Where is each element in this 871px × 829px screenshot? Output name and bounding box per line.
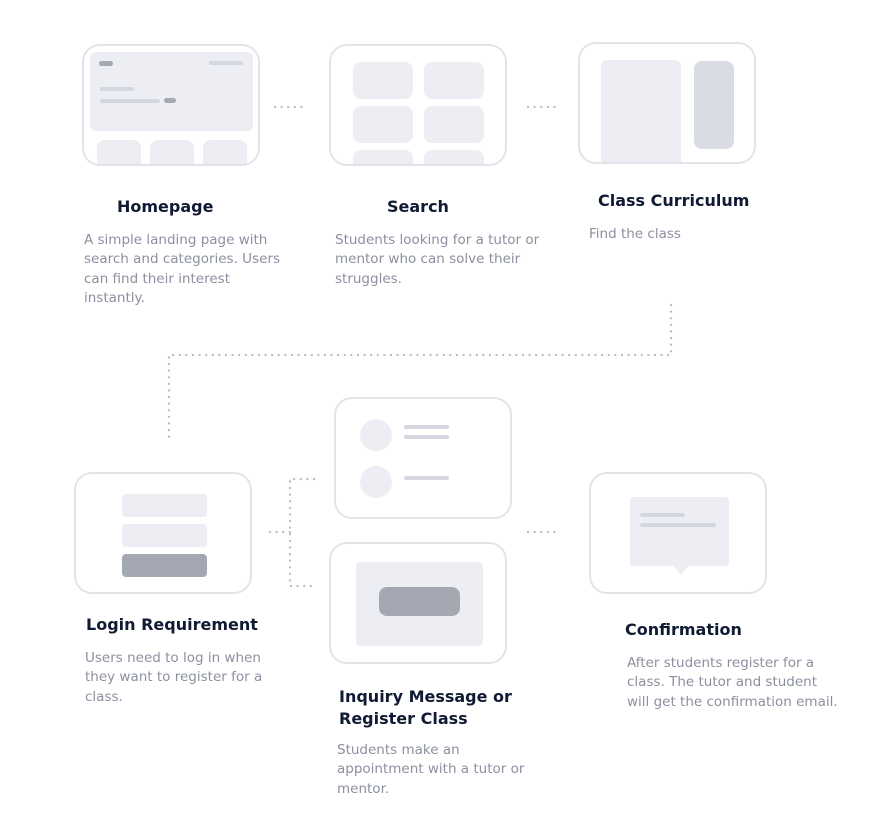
result-tile (353, 62, 413, 99)
hero-banner (90, 52, 253, 131)
connector-branch-split (288, 477, 316, 588)
bubble-tail (674, 566, 688, 575)
class-curriculum-wireframe-card[interactable] (578, 42, 756, 164)
result-tile (424, 62, 484, 99)
headline-placeholder (100, 87, 134, 91)
curriculum-content-panel (601, 60, 681, 162)
confirmation-bubble (630, 497, 729, 566)
logo-placeholder (99, 61, 113, 66)
register-button (379, 587, 460, 616)
login-button (122, 554, 207, 577)
login-requirement-title: Login Requirement (86, 615, 258, 634)
confirmation-description: After students register for a class. The… (627, 655, 838, 710)
result-tile (424, 150, 484, 164)
category-tile (150, 140, 194, 164)
category-tile (97, 140, 141, 164)
connector-curriculum-login (167, 303, 673, 442)
class-curriculum-title: Class Curriculum (598, 191, 750, 210)
username-field (122, 494, 207, 517)
result-tile (424, 106, 484, 143)
message-line (404, 476, 449, 480)
search-bar-placeholder (100, 99, 160, 103)
bubble-line (640, 523, 716, 527)
class-curriculum-description: Find the class (589, 226, 681, 242)
curriculum-side-panel (694, 61, 734, 149)
password-field (122, 524, 207, 547)
confirmation-wireframe-card[interactable] (589, 472, 767, 594)
homepage-title: Homepage (117, 197, 214, 216)
homepage-description: A simple landing page with search and ca… (84, 232, 280, 306)
result-tile (353, 150, 413, 164)
result-tile (353, 106, 413, 143)
search-title: Search (387, 197, 449, 216)
confirmation-title: Confirmation (625, 620, 742, 639)
search-wireframe-card[interactable] (329, 44, 507, 166)
inquiry-message-wireframe-card[interactable] (334, 397, 512, 519)
search-description: Students looking for a tutor or mentor w… (335, 232, 540, 287)
inquiry-register-title: Inquiry Message or Register Class (339, 687, 512, 728)
search-button-placeholder (164, 98, 176, 103)
avatar (360, 419, 392, 451)
login-wireframe-card[interactable] (74, 472, 252, 594)
message-line (404, 435, 449, 439)
category-tile (203, 140, 247, 164)
nav-placeholder (209, 61, 243, 65)
inquiry-register-description: Students make an appointment with a tuto… (337, 742, 525, 797)
message-line (404, 425, 449, 429)
login-requirement-description: Users need to log in when they want to r… (85, 650, 263, 705)
bubble-line (640, 513, 685, 517)
homepage-wireframe-card[interactable] (82, 44, 260, 166)
register-class-wireframe-card[interactable] (329, 542, 507, 664)
avatar (360, 466, 392, 498)
